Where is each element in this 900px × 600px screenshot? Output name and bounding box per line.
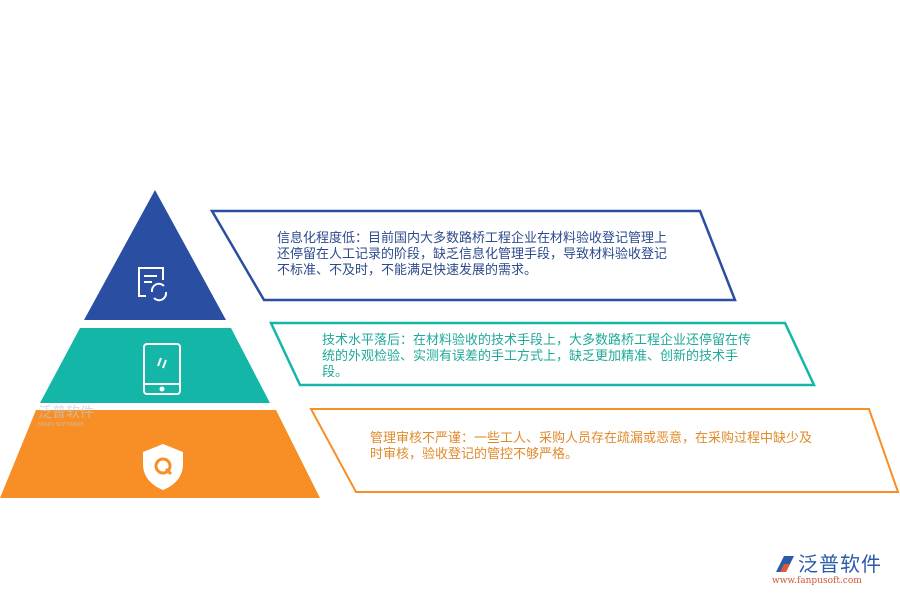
text-box-3 xyxy=(309,408,900,493)
logo-icon xyxy=(776,556,794,572)
logo-url: www.fanpusoft.com xyxy=(772,576,862,586)
pyramid-top xyxy=(84,190,226,320)
text-box-2 xyxy=(269,321,816,387)
level-2-text: 技术水平落后：在材料验收的技术手段上，大多数路桥工程企业还停留在传统的外观检验、… xyxy=(322,333,752,380)
shield-q-icon xyxy=(143,444,183,490)
level-3-text: 管理审核不严谨：一些工人、采购人员存在疏漏或恶意，在采购过程中缺少及时审核，验收… xyxy=(370,431,813,462)
watermark-sub: FANPU SOFTWARE xyxy=(38,422,84,428)
document-refresh-icon xyxy=(138,267,168,302)
watermark-text: 泛普软件 xyxy=(38,405,94,421)
text-box-1 xyxy=(209,209,737,302)
pyramid-middle xyxy=(40,328,270,403)
tablet-icon xyxy=(143,343,181,395)
level-1-text: 信息化程度低：目前国内大多数路桥工程企业在材料验收登记管理上还停留在人工记录的阶… xyxy=(277,231,668,278)
fanpu-logo: 泛普软件 www.fanpusoft.com xyxy=(772,552,882,586)
logo-name: 泛普软件 xyxy=(798,552,882,576)
